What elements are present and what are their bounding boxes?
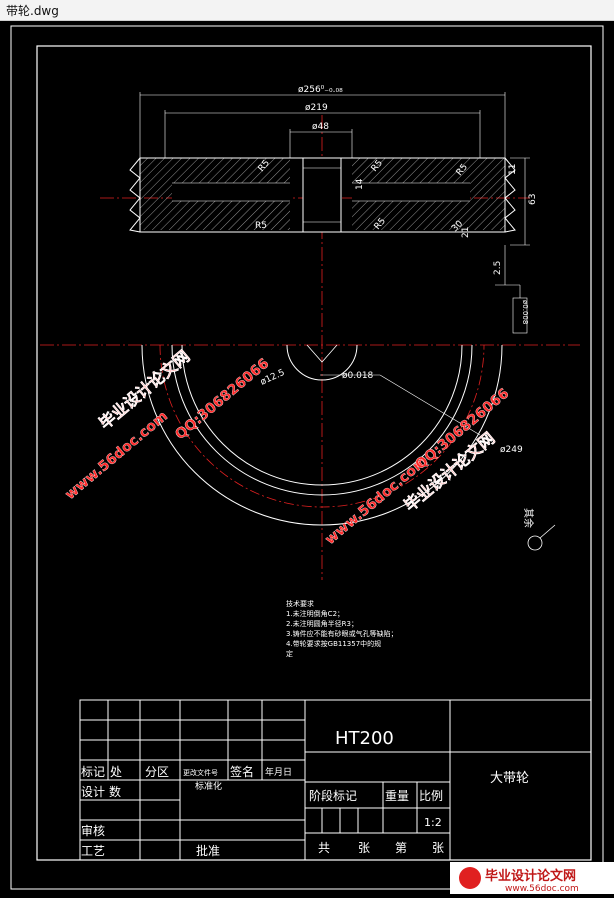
watermarks: 毕业设计论文网 www.56doc.com QQ:306826066 www.5… (62, 346, 512, 548)
logo-name: 毕业设计论文网 (485, 868, 576, 884)
label-zhang2: 张 (432, 841, 444, 855)
label-jieduan: 阶段标记 (309, 788, 357, 803)
label-di: 第 (395, 841, 407, 855)
label-qianming: 签名 (230, 764, 254, 779)
label-zhang1: 张 (358, 841, 370, 855)
material-text: HT200 (335, 728, 394, 749)
tech-req-title: 技术要求 (286, 599, 314, 608)
label-shu: 数 (109, 784, 121, 799)
label-shenhe: 审核 (81, 823, 105, 838)
window-title: 带轮.dwg (6, 4, 59, 18)
title-block-texts: HT200 大带轮 1:2 标记 处 分区 更改文件号 签名 年月日 设计 数 … (81, 728, 529, 858)
logo-url: www.56doc.com (505, 884, 579, 894)
label-chu: 处 (110, 765, 122, 779)
logo-icon (459, 867, 481, 889)
label-gengai: 更改文件号 (183, 768, 218, 777)
label-zhongliang: 重量 (385, 789, 409, 803)
dimension-lines (139, 92, 530, 334)
label-gong: 共 (318, 841, 330, 855)
tech-req-line: 1.未注明倒角C2； (286, 609, 344, 618)
roughness-note: 其余 (522, 508, 535, 528)
tech-req-line: 定 (286, 649, 293, 658)
tech-req-line: 4.带轮要求按GB11357中的规 (286, 639, 381, 648)
dim-63: 63 (528, 194, 538, 205)
dim-r5d: R5 (255, 221, 267, 231)
dimension-texts: ø256⁰₋₀.₀₈ ø219 ø48 R5 R5 R5 R5 R5 11 63… (255, 85, 538, 455)
label-nianyueri: 年月日 (265, 766, 292, 778)
label-gongyi: 工艺 (81, 844, 105, 858)
dim-48: ø48 (312, 122, 329, 132)
label-sheji: 设计 (81, 785, 105, 799)
dim-2-5: 2.5 (493, 261, 503, 275)
label-bili: 比例 (419, 789, 443, 803)
dim-249: ø249 (500, 445, 523, 455)
tech-req-line: 2.未注明圆角半径R3； (286, 619, 358, 628)
dim-256: ø256⁰₋₀.₀₈ (298, 85, 343, 95)
dim-21: 21 (461, 227, 471, 238)
outer-border (10, 25, 604, 890)
label-biaozhunhua: 标准化 (195, 780, 222, 792)
dim-tolerance: ø0.018 (342, 371, 374, 381)
label-fenqu: 分区 (145, 765, 169, 779)
scale-text: 1:2 (424, 816, 442, 829)
tech-req-line: 3.铸件应不能有砂眼或气孔等缺陷； (286, 629, 398, 638)
part-name-text: 大带轮 (490, 771, 529, 786)
dim-11: 11 (508, 164, 518, 175)
dim-14: 14 (355, 178, 365, 190)
window-titlebar: 带轮.dwg (0, 0, 614, 21)
label-pizhun: 批准 (196, 843, 220, 858)
cad-drawing: ø256⁰₋₀.₀₈ ø219 ø48 R5 R5 R5 R5 R5 11 63… (10, 25, 614, 894)
footer-logo: 毕业设计论文网 www.56doc.com (450, 862, 614, 894)
pulley-section (129, 157, 516, 233)
label-biaoji: 标记 (81, 765, 105, 779)
dim-datum: ø0.008 (521, 300, 529, 324)
dim-219: ø219 (305, 103, 328, 113)
watermark-qq: QQ:306826066 (172, 356, 272, 444)
drawing-canvas[interactable]: ø256⁰₋₀.₀₈ ø219 ø48 R5 R5 R5 R5 R5 11 63… (0, 21, 614, 894)
roughness-symbol (527, 535, 543, 551)
plan-view (141, 344, 503, 526)
tech-requirements: 技术要求 1.未注明倒角C2； 2.未注明圆角半径R3； 3.铸件应不能有砂眼或… (286, 599, 398, 658)
title-block (79, 699, 592, 861)
